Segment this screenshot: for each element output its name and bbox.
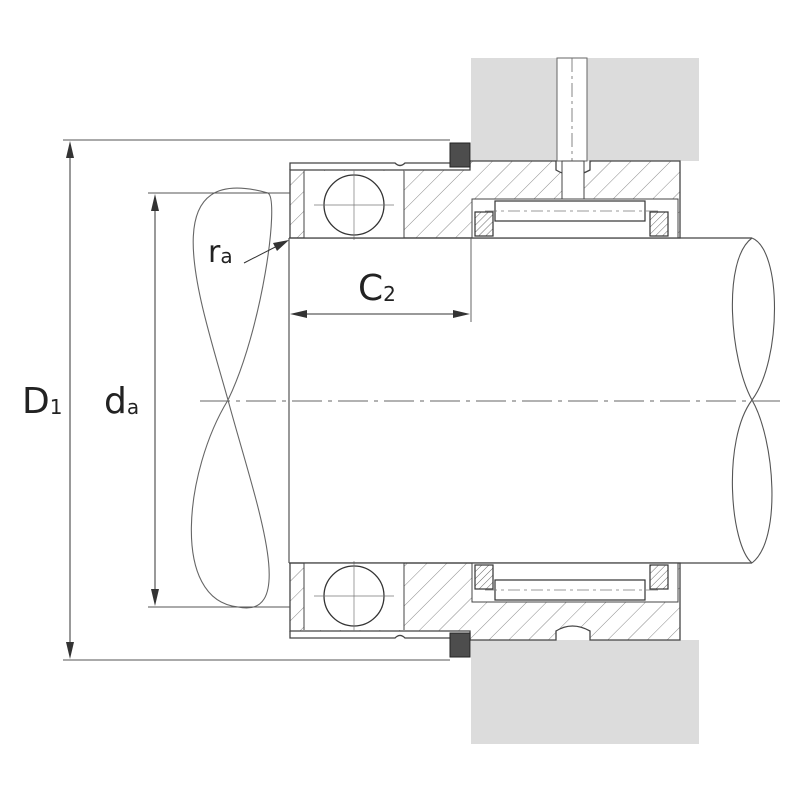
needle-roller-upper [474, 200, 669, 237]
seal-upper [449, 142, 471, 168]
dimension-da [148, 192, 290, 608]
label-C2: C2 [358, 268, 396, 309]
needle-roller-lower [474, 564, 669, 601]
housing-lower [471, 640, 699, 744]
housing [471, 57, 699, 744]
ball-upper [314, 170, 394, 240]
label-da: da [104, 381, 139, 422]
label-D1: D1 [22, 381, 62, 422]
dimension-C2 [288, 238, 472, 322]
dimension-ra [243, 240, 289, 264]
shaft [190, 187, 780, 609]
seal-lower [449, 632, 471, 658]
ball-lower [314, 561, 394, 631]
dimension-D1 [63, 139, 450, 661]
label-ra: ra [208, 235, 233, 270]
